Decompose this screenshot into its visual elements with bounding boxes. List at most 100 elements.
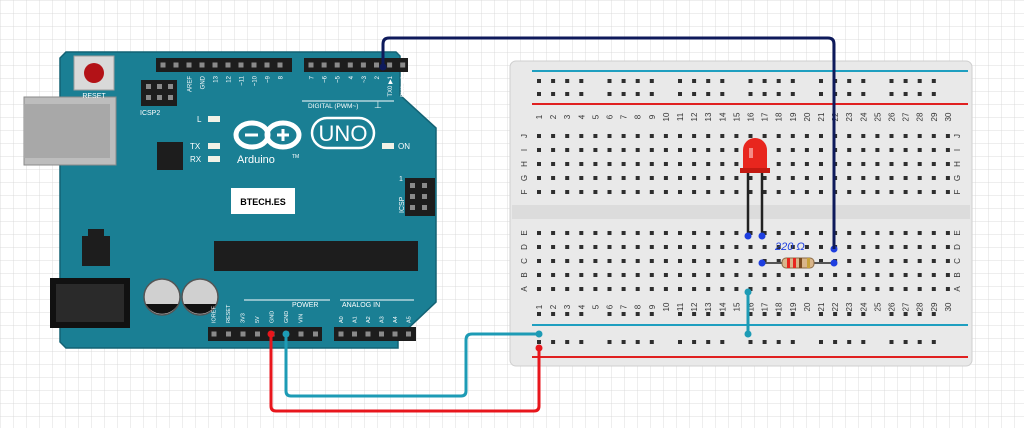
rail-hole[interactable] xyxy=(649,312,654,316)
breadboard-hole[interactable] xyxy=(621,273,626,277)
breadboard-hole[interactable] xyxy=(889,245,894,249)
breadboard-hole[interactable] xyxy=(706,148,711,152)
breadboard-hole[interactable] xyxy=(903,162,908,166)
analog-header-pin[interactable] xyxy=(338,331,344,337)
breadboard-hole[interactable] xyxy=(565,231,570,235)
rail-hole[interactable] xyxy=(537,92,541,96)
header-pin[interactable] xyxy=(264,62,270,68)
rail-hole[interactable] xyxy=(706,312,711,316)
breadboard-hole[interactable] xyxy=(903,245,908,249)
breadboard-hole[interactable] xyxy=(663,190,668,194)
breadboard-hole[interactable] xyxy=(847,231,852,235)
rail-hole[interactable] xyxy=(819,312,823,316)
breadboard-hole[interactable] xyxy=(917,190,922,194)
rail-hole[interactable] xyxy=(833,340,838,344)
rail-hole[interactable] xyxy=(635,312,640,316)
breadboard-hole[interactable] xyxy=(945,176,950,180)
breadboard-hole[interactable] xyxy=(678,162,682,166)
breadboard-hole[interactable] xyxy=(776,148,781,152)
rail-hole[interactable] xyxy=(889,340,894,344)
icsp2-pin[interactable] xyxy=(157,84,162,89)
breadboard-hole[interactable] xyxy=(593,287,598,291)
breadboard-hole[interactable] xyxy=(607,231,612,235)
breadboard-hole[interactable] xyxy=(804,245,809,249)
breadboard-hole[interactable] xyxy=(819,287,823,291)
rail-hole[interactable] xyxy=(762,312,767,316)
breadboard-hole[interactable] xyxy=(663,231,668,235)
breadboard-hole[interactable] xyxy=(917,231,922,235)
breadboard-hole[interactable] xyxy=(931,176,936,180)
header-pin[interactable] xyxy=(225,62,231,68)
icsp2-pin[interactable] xyxy=(157,95,162,100)
breadboard-hole[interactable] xyxy=(847,162,852,166)
breadboard-hole[interactable] xyxy=(565,245,570,249)
breadboard-hole[interactable] xyxy=(875,134,880,138)
breadboard-hole[interactable] xyxy=(762,245,767,249)
breadboard-hole[interactable] xyxy=(875,273,880,277)
rail-hole[interactable] xyxy=(861,312,866,316)
rail-hole[interactable] xyxy=(776,340,781,344)
breadboard-hole[interactable] xyxy=(621,162,626,166)
breadboard-hole[interactable] xyxy=(790,273,795,277)
breadboard-hole[interactable] xyxy=(692,287,697,291)
breadboard-hole[interactable] xyxy=(734,287,739,291)
breadboard-hole[interactable] xyxy=(917,162,922,166)
breadboard-hole[interactable] xyxy=(734,148,739,152)
breadboard-hole[interactable] xyxy=(565,287,570,291)
breadboard-hole[interactable] xyxy=(819,176,823,180)
icsp2-pin[interactable] xyxy=(168,95,173,100)
breadboard-hole[interactable] xyxy=(720,134,725,138)
breadboard-hole[interactable] xyxy=(790,162,795,166)
breadboard-hole[interactable] xyxy=(762,134,767,138)
breadboard-hole[interactable] xyxy=(903,148,908,152)
breadboard-hole[interactable] xyxy=(748,273,753,277)
breadboard-hole[interactable] xyxy=(790,190,795,194)
breadboard-hole[interactable] xyxy=(565,134,570,138)
breadboard-hole[interactable] xyxy=(635,190,640,194)
header-pin[interactable] xyxy=(400,62,406,68)
breadboard-hole[interactable] xyxy=(748,190,753,194)
breadboard-hole[interactable] xyxy=(875,190,880,194)
breadboard-hole[interactable] xyxy=(861,231,866,235)
header-pin[interactable] xyxy=(238,62,244,68)
rail-hole[interactable] xyxy=(917,79,922,83)
breadboard-hole[interactable] xyxy=(635,273,640,277)
rail-hole[interactable] xyxy=(776,92,781,96)
rail-hole[interactable] xyxy=(847,92,852,96)
rail-hole[interactable] xyxy=(917,312,922,316)
breadboard-hole[interactable] xyxy=(804,176,809,180)
breadboard-hole[interactable] xyxy=(678,134,682,138)
breadboard-hole[interactable] xyxy=(734,176,739,180)
breadboard-hole[interactable] xyxy=(889,176,894,180)
breadboard-hole[interactable] xyxy=(762,287,767,291)
header-pin[interactable] xyxy=(334,62,340,68)
rail-hole[interactable] xyxy=(551,340,556,344)
breadboard-hole[interactable] xyxy=(819,134,823,138)
breadboard-hole[interactable] xyxy=(593,259,598,263)
breadboard-hole[interactable] xyxy=(819,259,823,263)
rail-hole[interactable] xyxy=(649,340,654,344)
breadboard-hole[interactable] xyxy=(720,190,725,194)
breadboard-hole[interactable] xyxy=(678,176,682,180)
breadboard-hole[interactable] xyxy=(931,190,936,194)
breadboard-hole[interactable] xyxy=(889,190,894,194)
breadboard-hole[interactable] xyxy=(607,176,612,180)
breadboard-hole[interactable] xyxy=(706,245,711,249)
breadboard-hole[interactable] xyxy=(551,162,556,166)
rail-hole[interactable] xyxy=(551,92,556,96)
breadboard-hole[interactable] xyxy=(635,134,640,138)
analog-header-pin[interactable] xyxy=(406,331,411,337)
breadboard-hole[interactable] xyxy=(945,134,950,138)
breadboard-hole[interactable] xyxy=(692,190,697,194)
rail-hole[interactable] xyxy=(706,79,711,83)
breadboard-hole[interactable] xyxy=(706,162,711,166)
breadboard-hole[interactable] xyxy=(833,287,838,291)
rail-hole[interactable] xyxy=(903,79,908,83)
breadboard-hole[interactable] xyxy=(579,190,584,194)
breadboard-hole[interactable] xyxy=(621,231,626,235)
rail-hole[interactable] xyxy=(790,92,795,96)
header-pin[interactable] xyxy=(277,62,283,68)
header-pin[interactable] xyxy=(160,62,166,68)
breadboard-hole[interactable] xyxy=(889,259,894,263)
header-pin[interactable] xyxy=(374,62,379,68)
